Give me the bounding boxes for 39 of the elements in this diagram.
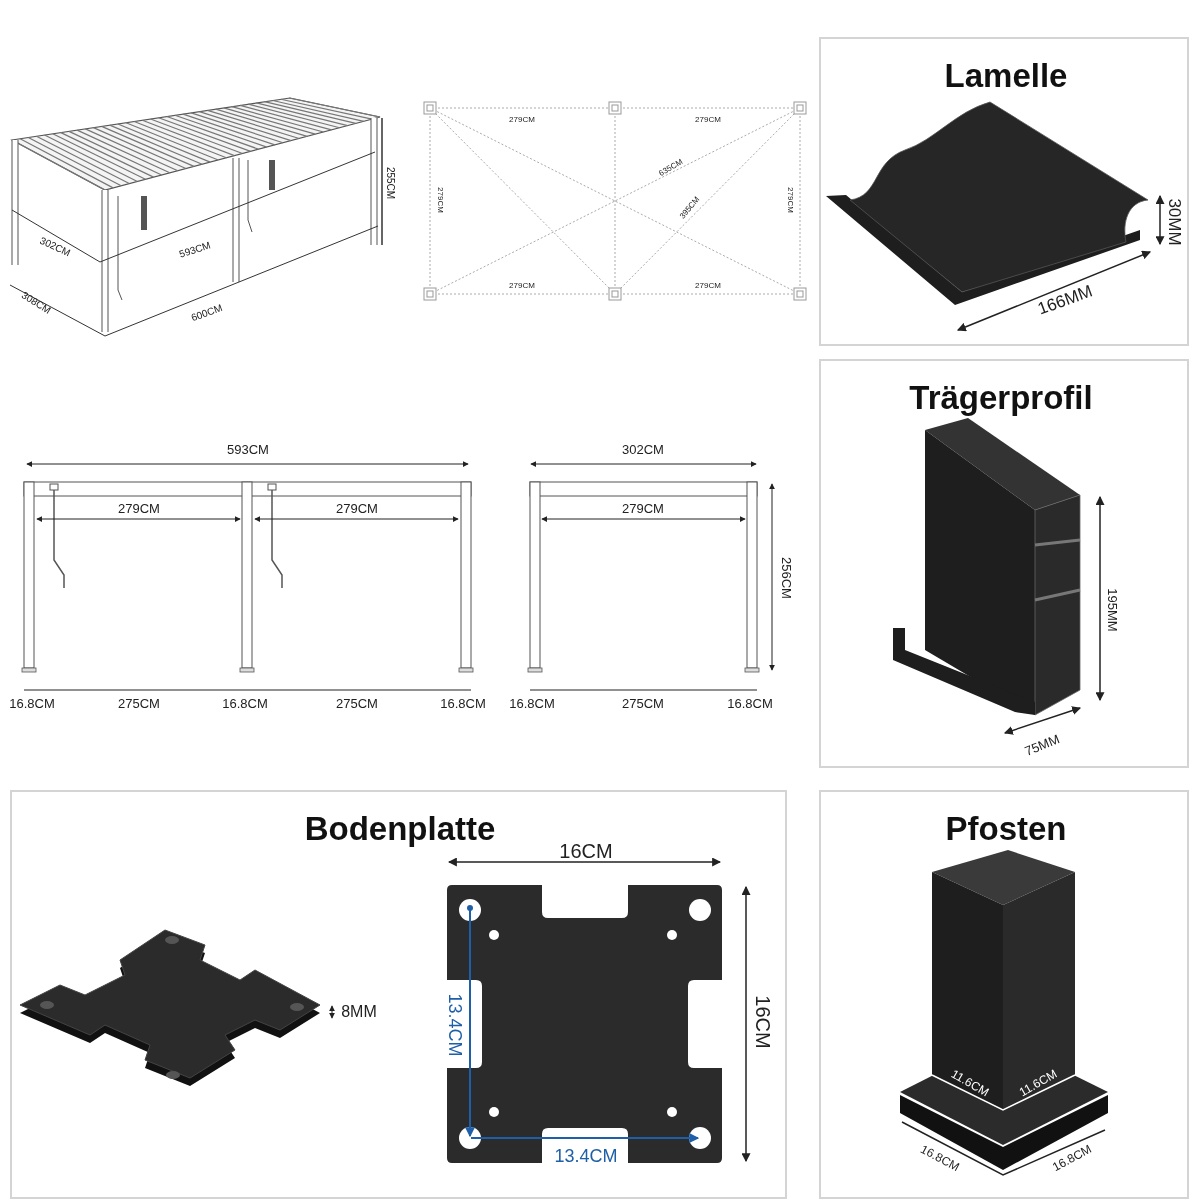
dimension-label: 275CM bbox=[336, 696, 378, 710]
dimension-label: 279CM bbox=[336, 501, 378, 515]
dimension-label: 8MM bbox=[341, 1004, 377, 1020]
dimension-label: 593CM bbox=[178, 240, 212, 260]
dimension-label: 593CM bbox=[227, 442, 269, 456]
dimension-label: 30MM bbox=[1165, 198, 1183, 246]
dimension-label: 255CM bbox=[385, 166, 395, 200]
dimension-label: 13.4CM bbox=[446, 993, 464, 1057]
dimension-label: 275CM bbox=[118, 696, 160, 710]
panel bbox=[819, 37, 1189, 346]
dimension-label: 279CM bbox=[118, 501, 160, 515]
dimension-label: 256CM bbox=[779, 557, 793, 599]
panel bbox=[819, 359, 1189, 768]
dimension-label: 302CM bbox=[622, 442, 664, 456]
dimension-label: 13.4CM bbox=[554, 1147, 618, 1165]
dimension-label: 279CM bbox=[622, 501, 664, 515]
dimension-label: 279CM bbox=[695, 282, 721, 290]
dimension-label: 279CM bbox=[436, 187, 444, 213]
dimension-label: 16.8CM bbox=[222, 696, 268, 710]
dimension-label: 279CM bbox=[695, 116, 721, 124]
dimension-label: 600CM bbox=[190, 302, 224, 324]
dimension-label: 279CM bbox=[509, 282, 535, 290]
dimension-label: 16.8CM bbox=[9, 696, 55, 710]
dimension-label: 275CM bbox=[622, 696, 664, 710]
dimension-label: 279CM bbox=[509, 116, 535, 124]
panel-heading: Pfosten bbox=[945, 809, 1067, 849]
dimension-label: 16CM bbox=[559, 841, 613, 861]
dimension-label: 16CM bbox=[753, 995, 773, 1049]
panel-heading: Bodenplatte bbox=[304, 809, 496, 849]
dimension-label: 279CM bbox=[786, 187, 794, 213]
dimension-label: 16.8CM bbox=[509, 696, 555, 710]
dimension-label: 75MM bbox=[1022, 732, 1062, 758]
dimension-label: 195MM bbox=[1105, 588, 1119, 632]
panel-heading: Trägerprofil bbox=[909, 378, 1093, 418]
panel bbox=[10, 790, 787, 1199]
dimension-label: 16.8CM bbox=[440, 696, 486, 710]
dimension-label: 16.8CM bbox=[727, 696, 773, 710]
panel-heading: Lamelle bbox=[944, 56, 1068, 96]
panel bbox=[819, 790, 1189, 1199]
